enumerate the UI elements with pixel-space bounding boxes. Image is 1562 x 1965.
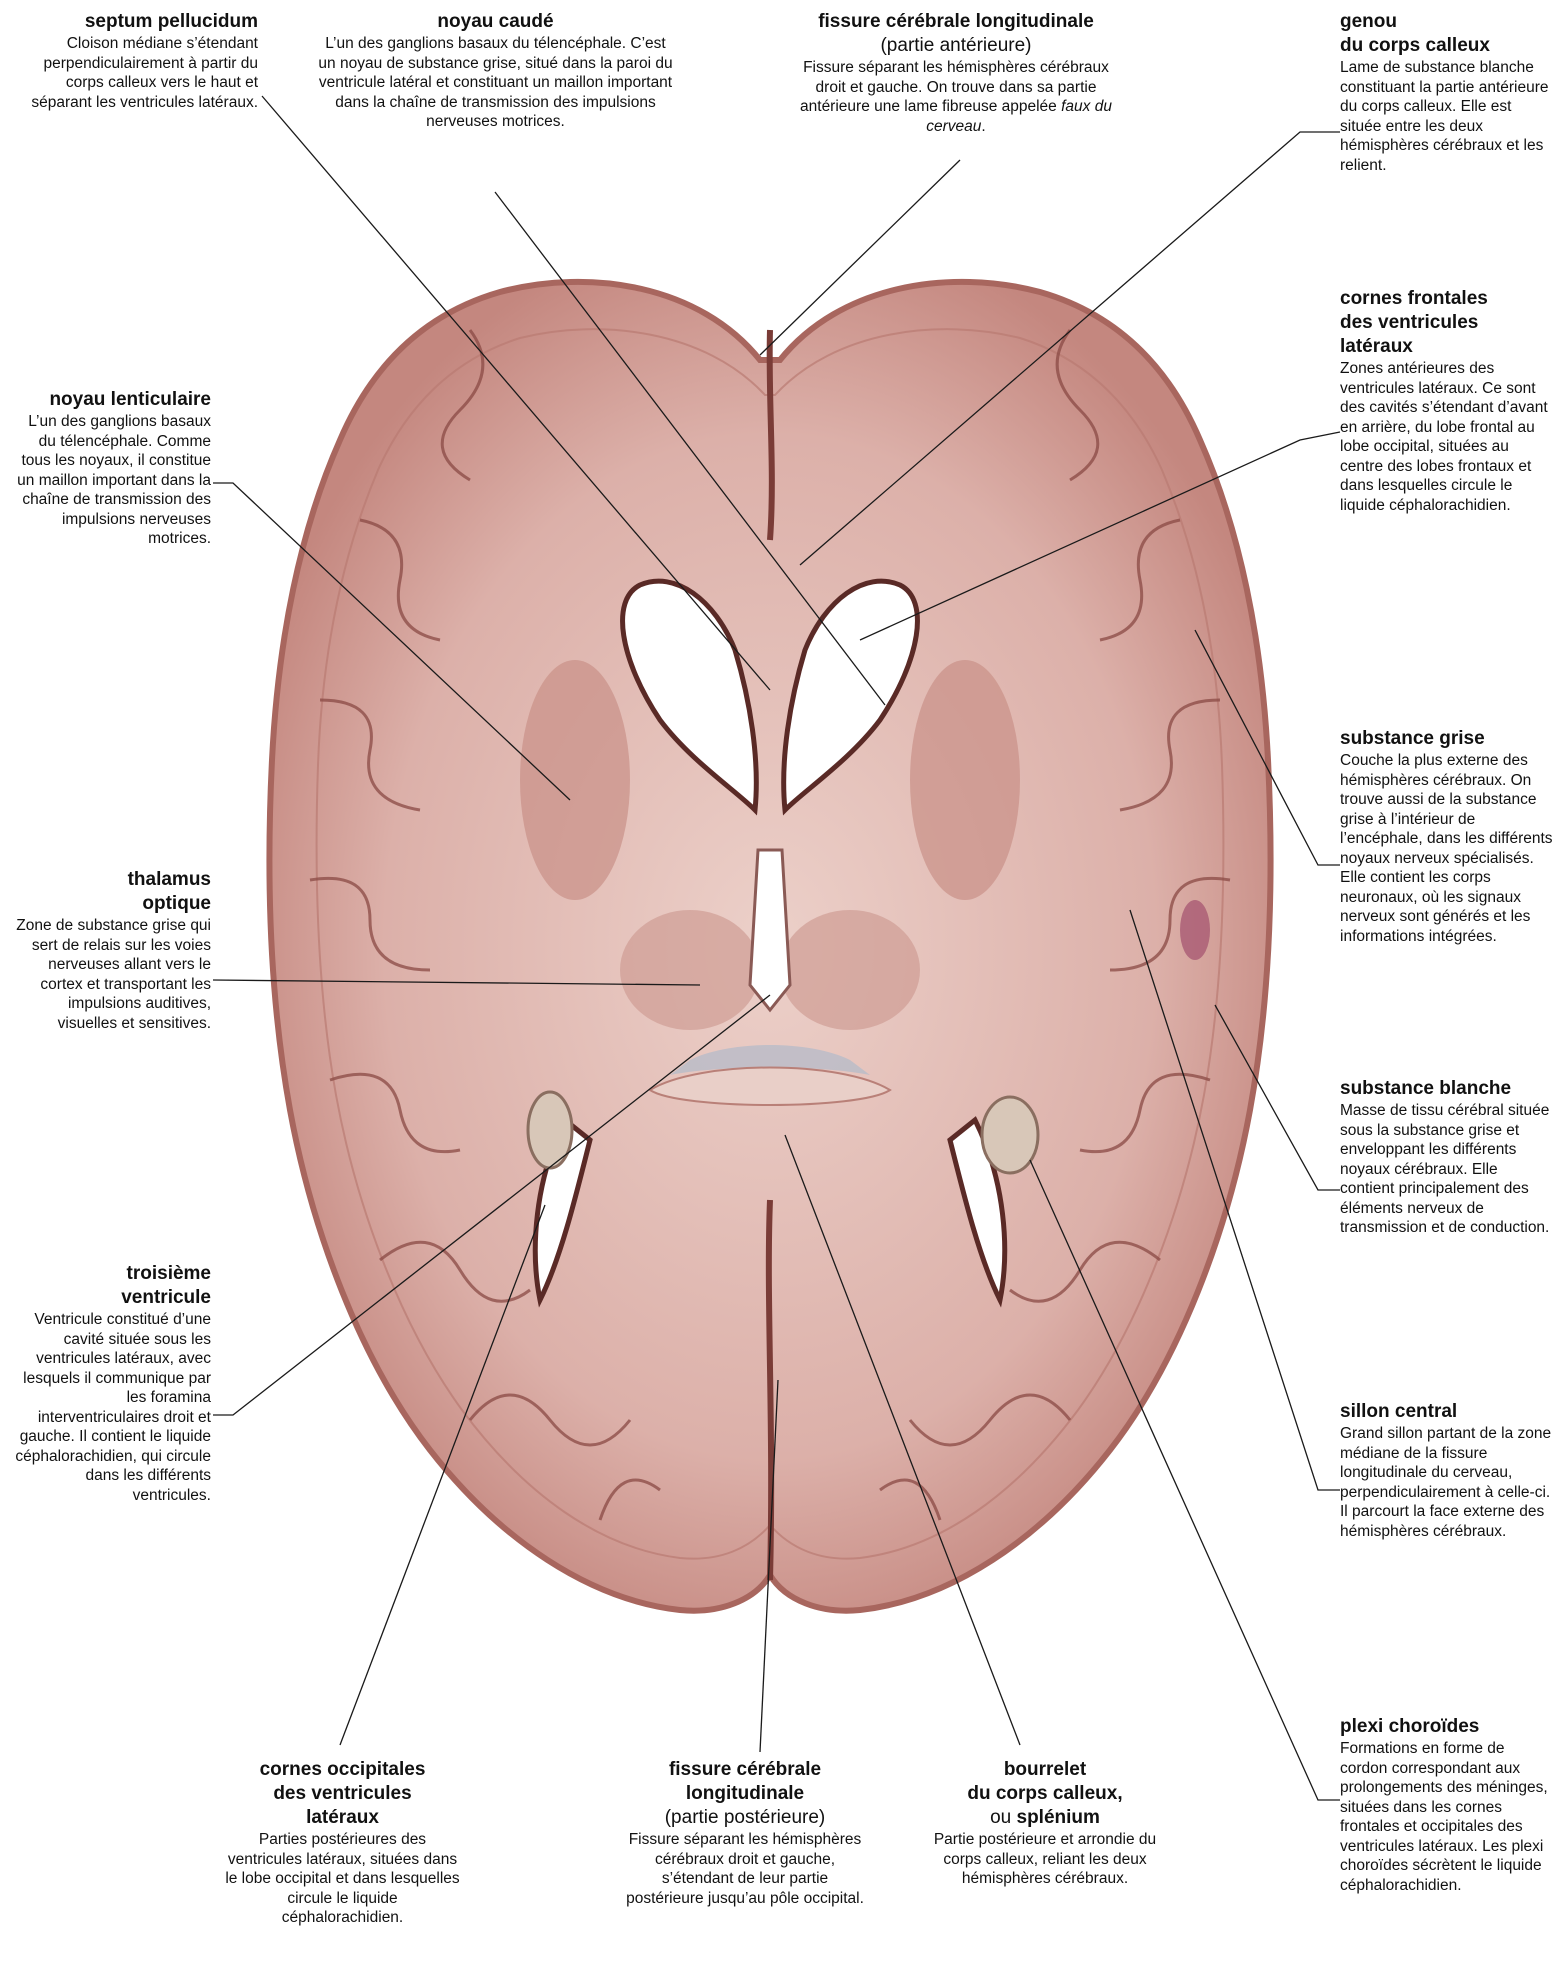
label-desc: Zones antérieures des ventricules latéra… [1340, 359, 1555, 515]
label-title-2: des ventricules [225, 1782, 460, 1806]
label-title-1: bourrelet [920, 1758, 1170, 1782]
label-title-3-pre: ou [990, 1807, 1011, 1828]
label-desc: L’un des ganglions basaux du télencéphal… [10, 412, 211, 549]
label-desc: Parties postérieures des ventricules lat… [225, 1830, 460, 1928]
label-substance-blanche: substance blanche Masse de tissu cérébra… [1340, 1077, 1555, 1238]
label-desc: Fissure séparant les hémisphères cérébra… [625, 1830, 865, 1908]
label-title-3: splénium [1017, 1807, 1100, 1828]
label-desc: Masse de tissu cérébral située sous la s… [1340, 1101, 1555, 1238]
label-title: noyau lenticulaire [10, 388, 211, 412]
label-title: sillon central [1340, 1400, 1555, 1424]
label-title-1: fissure cérébrale [625, 1758, 865, 1782]
lenticular-nucleus [520, 660, 630, 900]
label-desc: Fissure séparant les hémisphères cérébra… [786, 58, 1126, 136]
label-title-2: optique [10, 892, 211, 916]
label-title-2: des ventricules [1340, 311, 1555, 335]
label-bourrelet: bourrelet du corps calleux, ou splénium … [920, 1758, 1170, 1889]
third-ventricle [750, 850, 790, 1010]
choroid-plexus-left [528, 1092, 572, 1168]
label-title-2: du corps calleux [1340, 34, 1555, 58]
label-fissure-posterieure: fissure cérébrale longitudinale (partie … [625, 1758, 865, 1908]
brain-slice [269, 282, 1270, 1611]
label-title: plexi choroïdes [1340, 1715, 1555, 1739]
label-troisieme-ventricule: troisième ventricule Ventricule constitu… [10, 1262, 211, 1505]
label-title-2: ventricule [10, 1286, 211, 1310]
label-title: substance grise [1340, 727, 1555, 751]
label-title-2: du corps calleux, [920, 1782, 1170, 1806]
vascular-spot [1180, 900, 1210, 960]
label-title: noyau caudé [318, 10, 673, 34]
label-desc: Lame de substance blanche constituant la… [1340, 58, 1555, 175]
label-noyau-lenticulaire: noyau lenticulaire L’un des ganglions ba… [10, 388, 211, 549]
label-subtitle: (partie antérieure) [786, 34, 1126, 58]
label-desc: Partie postérieure et arrondie du corps … [920, 1830, 1170, 1889]
label-desc: Grand sillon partant de la zone médiane … [1340, 1424, 1555, 1541]
label-sillon-central: sillon central Grand sillon partant de l… [1340, 1400, 1555, 1541]
label-title-1: cornes frontales [1340, 287, 1555, 311]
label-desc: L’un des ganglions basaux du télencéphal… [318, 34, 673, 132]
label-desc: Cloison médiane s’étendant perpendiculai… [30, 34, 258, 112]
label-title-1: cornes occipitales [225, 1758, 460, 1782]
label-fissure-anterieure: fissure cérébrale longitudinale (partie … [786, 10, 1126, 136]
label-title: fissure cérébrale longitudinale [786, 10, 1126, 34]
label-title-1: thalamus [10, 868, 211, 892]
thalamus-left [620, 910, 760, 1030]
lenticular-nucleus-right [910, 660, 1020, 900]
choroid-plexus-right [982, 1097, 1038, 1173]
label-desc: Couche la plus externe des hémisphères c… [1340, 751, 1555, 946]
label-noyau-caude: noyau caudé L’un des ganglions basaux du… [318, 10, 673, 132]
label-desc: Zone de substance grise qui sert de rela… [10, 916, 211, 1033]
label-title: septum pellucidum [30, 10, 258, 34]
label-subtitle: (partie postérieure) [625, 1806, 865, 1830]
label-title-3-line: ou splénium [920, 1806, 1170, 1830]
label-substance-grise: substance grise Couche la plus externe d… [1340, 727, 1555, 946]
label-septum-pellucidum: septum pellucidum Cloison médiane s’éten… [30, 10, 258, 112]
label-title-1: troisième [10, 1262, 211, 1286]
label-cornes-frontales: cornes frontales des ventricules latérau… [1340, 287, 1555, 515]
thalamus-right [780, 910, 920, 1030]
label-cornes-occipitales: cornes occipitales des ventricules latér… [225, 1758, 460, 1928]
label-title-3: latéraux [1340, 335, 1555, 359]
label-desc: Formations en forme de cordon correspond… [1340, 1739, 1555, 1895]
label-genou: genou du corps calleux Lame de substance… [1340, 10, 1555, 175]
label-desc-end: . [981, 118, 985, 135]
label-desc: Ventricule constitué d’une cavité située… [10, 1310, 211, 1505]
label-plexi-choroides: plexi choroïdes Formations en forme de c… [1340, 1715, 1555, 1895]
label-thalamus: thalamus optique Zone de substance grise… [10, 868, 211, 1033]
label-title: substance blanche [1340, 1077, 1555, 1101]
label-title-2: longitudinale [625, 1782, 865, 1806]
label-title-3: latéraux [225, 1806, 460, 1830]
anterior-fissure [770, 330, 772, 540]
label-title-1: genou [1340, 10, 1555, 34]
